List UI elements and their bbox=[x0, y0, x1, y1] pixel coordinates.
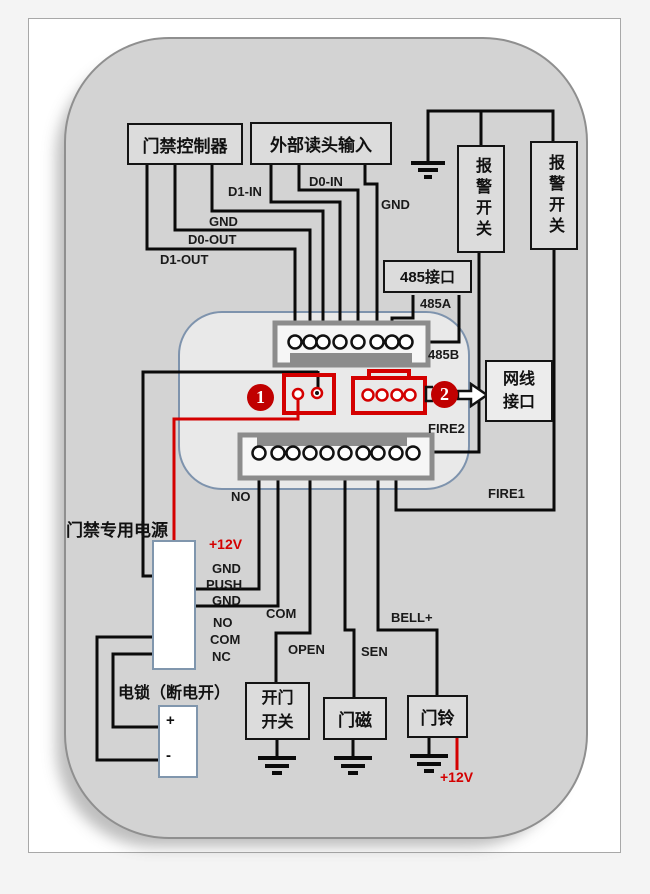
label-fire2: FIRE2 bbox=[428, 421, 465, 436]
ground-icon bbox=[258, 756, 296, 775]
alarm-switch-box-1: 报警开关 bbox=[457, 145, 505, 253]
lock-plus-label: + bbox=[166, 712, 175, 729]
arrow-right-icon bbox=[456, 381, 490, 409]
label-12v-top: +12V bbox=[209, 536, 243, 552]
badge-1-number: 1 bbox=[256, 387, 265, 407]
door-contact-label: 门磁 bbox=[338, 711, 372, 730]
electric-lock-box: + - bbox=[158, 705, 198, 778]
access-controller-label: 门禁控制器 bbox=[142, 136, 228, 156]
top-pin-header bbox=[272, 320, 431, 368]
interface-485-label: 485接口 bbox=[399, 269, 456, 286]
label-gnd-ps2: GND bbox=[212, 593, 241, 608]
access-controller-box: 门禁控制器 bbox=[127, 123, 243, 165]
ground-icon bbox=[334, 756, 372, 775]
label-d1-in: D1-IN bbox=[228, 184, 262, 199]
black-wires bbox=[95, 109, 556, 762]
label-open: OPEN bbox=[288, 642, 325, 657]
badge-1: 1 bbox=[247, 384, 274, 411]
label-sen: SEN bbox=[361, 644, 388, 659]
highlighted-header-2 bbox=[351, 369, 433, 415]
alarm-switch-1-label: 报警开关 bbox=[473, 157, 490, 241]
external-reader-box: 外部读头输入 bbox=[250, 122, 392, 165]
doorbell-box: 门铃 bbox=[407, 695, 468, 738]
door-contact-box: 门磁 bbox=[323, 697, 387, 740]
ground-icon bbox=[410, 754, 448, 773]
label-d0-out: D0-OUT bbox=[188, 232, 237, 247]
alarm-switch-2-label: 报警开关 bbox=[546, 153, 563, 238]
label-gnd-reader: GND bbox=[381, 197, 410, 212]
label-485b: 485B bbox=[428, 347, 460, 362]
exit-button-label: 开门开关 bbox=[261, 690, 294, 731]
label-nc-ps: NC bbox=[212, 649, 231, 664]
bottom-pin-header bbox=[237, 432, 435, 481]
label-12v-bottom: +12V bbox=[440, 769, 474, 785]
exit-button-box: 开门开关 bbox=[245, 682, 310, 740]
label-d1-out: D1-OUT bbox=[160, 252, 209, 267]
network-interface-label: 网线接口 bbox=[502, 370, 535, 411]
interface-485-box: 485接口 bbox=[383, 260, 472, 293]
label-gnd-ps1: GND bbox=[212, 561, 241, 576]
doorbell-label: 门铃 bbox=[420, 709, 455, 728]
external-reader-label: 外部读头输入 bbox=[270, 136, 372, 155]
label-com-pin: COM bbox=[266, 606, 297, 621]
red-wires bbox=[172, 399, 459, 770]
label-no-pin: NO bbox=[231, 489, 251, 504]
power-terminal-strip bbox=[152, 540, 196, 670]
label-d0-in: D0-IN bbox=[309, 174, 343, 189]
label-no-ps: NO bbox=[213, 615, 233, 630]
network-interface-box: 网线接口 bbox=[485, 360, 553, 422]
electric-lock-title: 电锁（断电开） bbox=[118, 685, 231, 702]
label-bell: BELL+ bbox=[391, 610, 433, 625]
label-485a: 485A bbox=[420, 296, 452, 311]
label-gnd-ctrl: GND bbox=[209, 214, 238, 229]
badge-2-number: 2 bbox=[440, 384, 449, 404]
power-supply-title: 门禁专用电源 bbox=[66, 521, 168, 540]
alarm-switch-box-2: 报警开关 bbox=[530, 141, 578, 250]
highlighted-header-1 bbox=[282, 373, 336, 415]
label-push: PUSH bbox=[206, 577, 243, 592]
label-fire1: FIRE1 bbox=[488, 486, 525, 501]
lock-minus-label: - bbox=[166, 747, 171, 764]
badge-2: 2 bbox=[431, 381, 458, 408]
label-com-ps: COM bbox=[210, 632, 241, 647]
ground-icon bbox=[411, 161, 445, 179]
